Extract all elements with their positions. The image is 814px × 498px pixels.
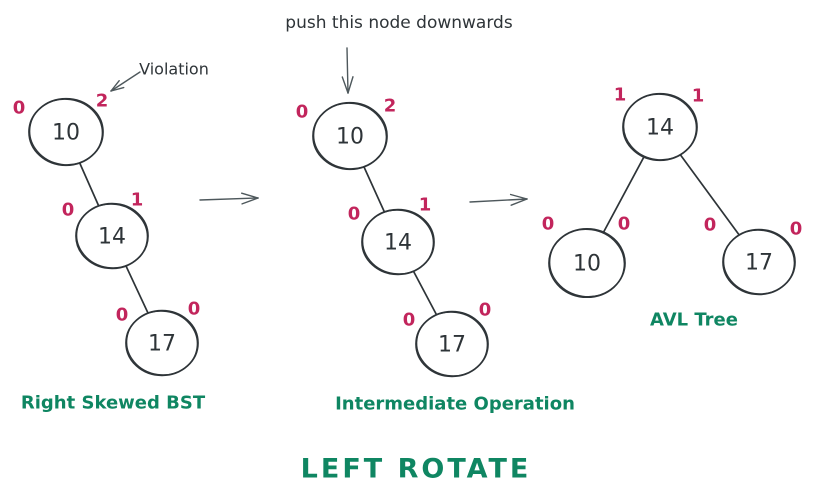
balance-factor: 0	[704, 215, 717, 236]
node-circle	[622, 92, 698, 162]
caption-intermediate-operation: Intermediate Operation	[335, 394, 575, 415]
node-key: 14	[98, 225, 126, 250]
arrow-head	[110, 86, 125, 92]
balance-factor: 0	[188, 299, 201, 320]
title-left-rotate: LEFT ROTATE	[301, 454, 532, 485]
node-circle	[722, 228, 796, 296]
node-circle	[548, 227, 626, 299]
node-circle	[125, 309, 199, 377]
tree-node-14: 14	[361, 208, 435, 276]
balance-factor: 0	[618, 214, 631, 235]
balance-factor: 1	[131, 190, 144, 211]
tree-node-10: 10	[312, 101, 388, 171]
balance-factor: 0	[13, 98, 26, 119]
node-circle-sketch	[549, 228, 625, 298]
node-key: 17	[438, 333, 466, 358]
tree-node-10: 10	[548, 227, 626, 299]
arrow-head	[510, 198, 528, 206]
node-circle-sketch	[362, 209, 434, 275]
balance-factor: 2	[96, 91, 109, 112]
balance-factor: 0	[479, 300, 492, 321]
node-key: 14	[384, 231, 412, 256]
step-arrow-2	[469, 193, 528, 206]
node-circle-sketch	[313, 102, 387, 170]
balance-factor: 0	[403, 310, 416, 331]
balance-factor: 0	[542, 214, 555, 235]
node-circle-sketch	[29, 98, 103, 166]
node-circle	[361, 208, 435, 276]
node-key: 14	[646, 116, 674, 141]
balance-factor: 1	[692, 86, 705, 107]
balance-factor: 2	[384, 96, 397, 117]
node-key: 10	[573, 252, 601, 277]
node-circle	[28, 97, 104, 167]
arrow-head	[241, 197, 259, 205]
node-circle	[312, 101, 388, 171]
arrow-shaft	[469, 198, 528, 203]
node-circle-sketch	[723, 229, 795, 295]
arrow-shaft	[110, 71, 141, 92]
step-arrow-1	[199, 192, 259, 205]
tree-node-14: 14	[622, 92, 698, 162]
arrow-head	[110, 79, 120, 92]
tree-node-17: 17	[415, 310, 489, 378]
arrow-shaft	[199, 197, 259, 201]
tree-node-10: 10	[28, 97, 104, 167]
arrow-head	[341, 76, 349, 94]
arrow-head	[347, 76, 354, 94]
push-node-label: push this node downwards	[285, 13, 513, 33]
node-circle	[415, 310, 489, 378]
tree-node-17: 17	[125, 309, 199, 377]
node-circle-sketch	[76, 203, 148, 269]
node-circle-sketch	[126, 310, 198, 376]
violation-label: Violation	[139, 60, 209, 79]
arrow-head	[240, 192, 259, 199]
violation-arrow	[110, 71, 141, 92]
node-circle-sketch	[623, 93, 697, 161]
tree-node-14: 14	[75, 202, 149, 270]
push-down-arrow	[341, 47, 354, 94]
node-key: 17	[148, 332, 176, 357]
balance-factor: 0	[790, 219, 803, 240]
node-key: 10	[52, 121, 80, 146]
caption-right-skewed-bst: Right Skewed BST	[21, 393, 206, 414]
caption-avl-tree: AVL Tree	[650, 310, 738, 331]
node-circle	[75, 202, 149, 270]
balance-factor: 1	[614, 85, 627, 106]
node-key: 17	[745, 251, 773, 276]
arrow-shaft	[346, 47, 349, 94]
balance-factor: 0	[296, 102, 309, 123]
arrow-head	[509, 193, 528, 200]
balance-factor: 0	[348, 204, 361, 225]
balance-factor: 1	[419, 195, 432, 216]
balance-factor: 0	[62, 200, 75, 221]
node-key: 10	[336, 125, 364, 150]
balance-factor: 0	[116, 305, 129, 326]
tree-node-17: 17	[722, 228, 796, 296]
node-circle-sketch	[416, 311, 488, 377]
